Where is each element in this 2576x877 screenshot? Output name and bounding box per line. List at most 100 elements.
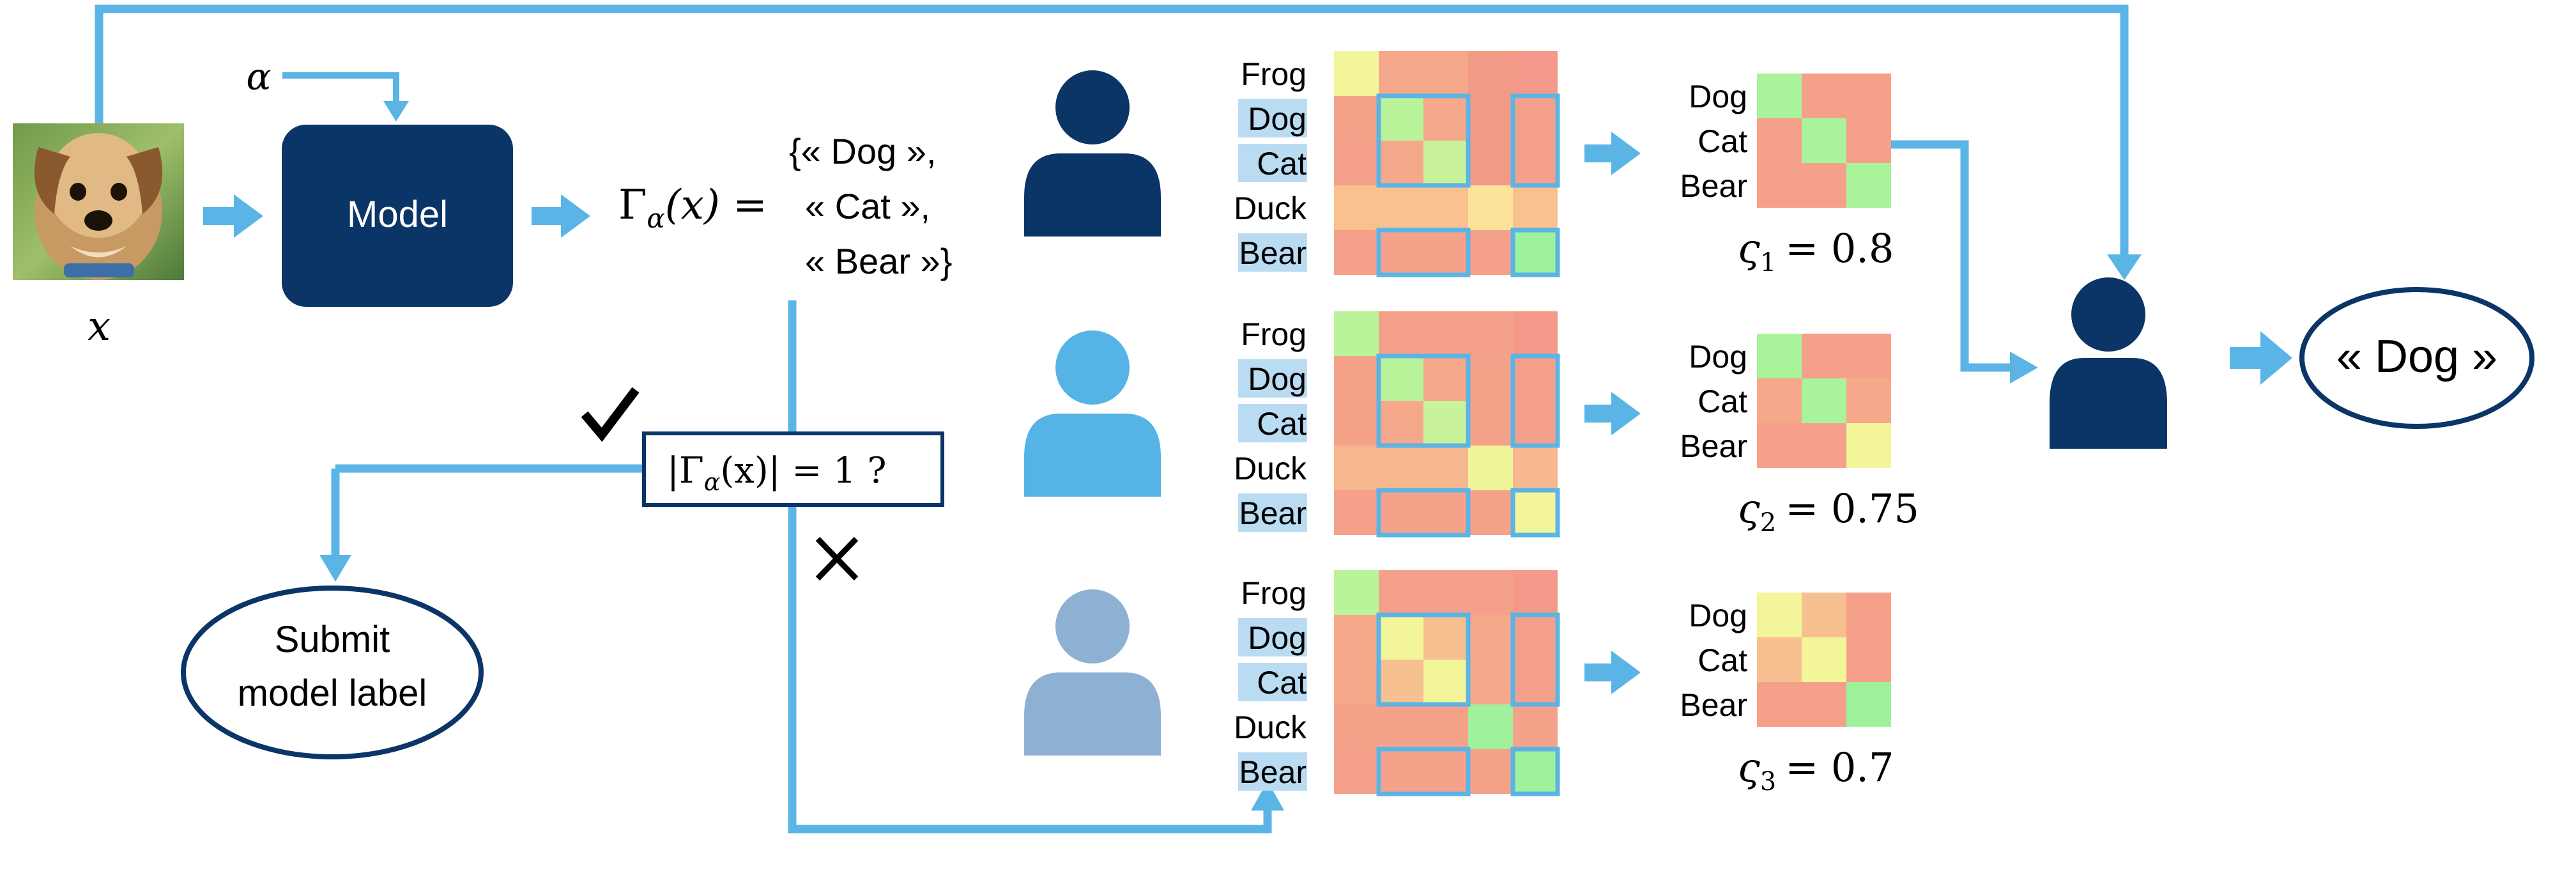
matrix-cell bbox=[1846, 334, 1891, 378]
heatmap-cell bbox=[1513, 96, 1558, 141]
matrix-cell bbox=[1802, 118, 1846, 163]
model-label: Model bbox=[347, 194, 448, 235]
heatmap-cell bbox=[1513, 311, 1558, 356]
heatmap-cell bbox=[1468, 311, 1513, 356]
heatmap-cell bbox=[1513, 490, 1558, 535]
arrow-to-aggregator bbox=[1891, 140, 2038, 384]
matrix-cell bbox=[1846, 378, 1891, 423]
heatmap-cell bbox=[1423, 615, 1468, 660]
matrix-cell bbox=[1757, 163, 1802, 208]
arrow-to-submit bbox=[319, 469, 351, 582]
selection-box bbox=[1376, 353, 1471, 448]
heatmap-cell bbox=[1468, 615, 1513, 660]
selection-box bbox=[1376, 747, 1471, 796]
class-label-duck: Duck bbox=[1234, 710, 1307, 745]
heatmap-cell bbox=[1468, 230, 1513, 275]
heatmap-cell bbox=[1468, 141, 1513, 185]
class-label-bear: Bear bbox=[1239, 754, 1307, 790]
heatmap-cell bbox=[1379, 51, 1423, 96]
class-label-frog: Frog bbox=[1241, 56, 1307, 92]
matrix-cell bbox=[1846, 423, 1891, 468]
heatmap-cell bbox=[1468, 490, 1513, 535]
set-item-dog: {« Dog », bbox=[789, 131, 936, 171]
annotator-confusion-heatmap bbox=[1334, 311, 1560, 538]
class-label-frog: Frog bbox=[1241, 316, 1307, 352]
heatmap-cell bbox=[1513, 185, 1558, 230]
heatmap-cell bbox=[1423, 311, 1468, 356]
matrix-label-bear: Bear bbox=[1680, 168, 1747, 204]
matrix-cell bbox=[1802, 423, 1846, 468]
heatmap-cell bbox=[1379, 570, 1423, 615]
label-highlight bbox=[1238, 752, 1307, 791]
matrix-cell bbox=[1846, 682, 1891, 727]
heatmap-cell bbox=[1513, 615, 1558, 660]
consistency-matrix bbox=[1757, 74, 1891, 208]
heatmap-cell bbox=[1379, 185, 1423, 230]
heatmap-cell bbox=[1334, 615, 1379, 660]
matrix-cell bbox=[1757, 423, 1802, 468]
matrix-cell bbox=[1757, 334, 1802, 378]
heatmap-cell bbox=[1468, 660, 1513, 704]
label-highlight bbox=[1238, 233, 1307, 272]
selection-box bbox=[1510, 93, 1560, 188]
label-highlight bbox=[1238, 618, 1307, 656]
matrix-cell bbox=[1802, 682, 1846, 727]
label-highlight bbox=[1238, 99, 1307, 137]
heatmap-cell bbox=[1334, 356, 1379, 401]
matrix-cell bbox=[1846, 637, 1891, 682]
heatmap-cell bbox=[1468, 356, 1513, 401]
matrix-cell bbox=[1846, 163, 1891, 208]
matrix-cell bbox=[1846, 593, 1891, 637]
heatmap-cell bbox=[1334, 704, 1379, 749]
heatmap-cell bbox=[1513, 230, 1558, 275]
heatmap-cell bbox=[1379, 749, 1423, 794]
annotator-score: ς3= 0.7 bbox=[1738, 744, 1894, 796]
final-label-node[interactable]: « Dog » bbox=[2299, 287, 2534, 429]
heatmap-cell bbox=[1334, 230, 1379, 275]
arrow-to-matrix bbox=[1584, 132, 1641, 175]
heatmap-cell bbox=[1379, 615, 1423, 660]
model-box[interactable]: Model bbox=[282, 125, 513, 307]
selection-box bbox=[1376, 612, 1471, 707]
consistency-matrix bbox=[1757, 334, 1891, 468]
heatmap-cell bbox=[1423, 704, 1468, 749]
selection-box bbox=[1376, 93, 1471, 188]
heatmap-cell bbox=[1423, 185, 1468, 230]
alpha-arrow bbox=[282, 72, 409, 121]
annotator-confusion-heatmap bbox=[1334, 51, 1560, 277]
matrix-label-cat: Cat bbox=[1698, 642, 1747, 678]
matrix-cell bbox=[1846, 118, 1891, 163]
class-label-cat: Cat bbox=[1257, 665, 1307, 701]
matrix-cell bbox=[1846, 74, 1891, 118]
heatmap-cell bbox=[1379, 141, 1423, 185]
dog-photo bbox=[13, 123, 184, 280]
heatmap-cell bbox=[1513, 570, 1558, 615]
class-label-dog: Dog bbox=[1248, 620, 1307, 656]
matrix-cell bbox=[1757, 118, 1802, 163]
label-highlight bbox=[1238, 663, 1307, 701]
alpha-label: α bbox=[246, 55, 271, 98]
heatmap-cell bbox=[1379, 96, 1423, 141]
input-variable-x: x bbox=[88, 303, 111, 350]
set-item-cat: « Cat », bbox=[805, 186, 930, 226]
cross-icon bbox=[815, 536, 859, 581]
heatmap-cell bbox=[1334, 185, 1379, 230]
annotator-score: ς2= 0.75 bbox=[1738, 485, 1919, 538]
submit-model-label-node[interactable]: Submit model label bbox=[181, 586, 484, 759]
heatmap-cell bbox=[1379, 446, 1423, 490]
prediction-set: Γα(x) = {« Dog », « Cat », « Bear »} bbox=[618, 131, 952, 281]
heatmap-cell bbox=[1334, 570, 1379, 615]
class-label-dog: Dog bbox=[1248, 101, 1307, 137]
matrix-cell bbox=[1802, 74, 1846, 118]
singleton-check: |Γα(x)| = 1 ? bbox=[335, 431, 944, 507]
arrow-to-output bbox=[2230, 331, 2292, 385]
class-label-duck: Duck bbox=[1234, 451, 1307, 486]
heatmap-cell bbox=[1423, 660, 1468, 704]
heatmap-cell bbox=[1468, 401, 1513, 446]
submit-line1: Submit bbox=[275, 619, 390, 660]
selection-box bbox=[1510, 228, 1560, 277]
set-item-bear: « Bear »} bbox=[805, 241, 952, 281]
label-highlight bbox=[1238, 493, 1307, 532]
